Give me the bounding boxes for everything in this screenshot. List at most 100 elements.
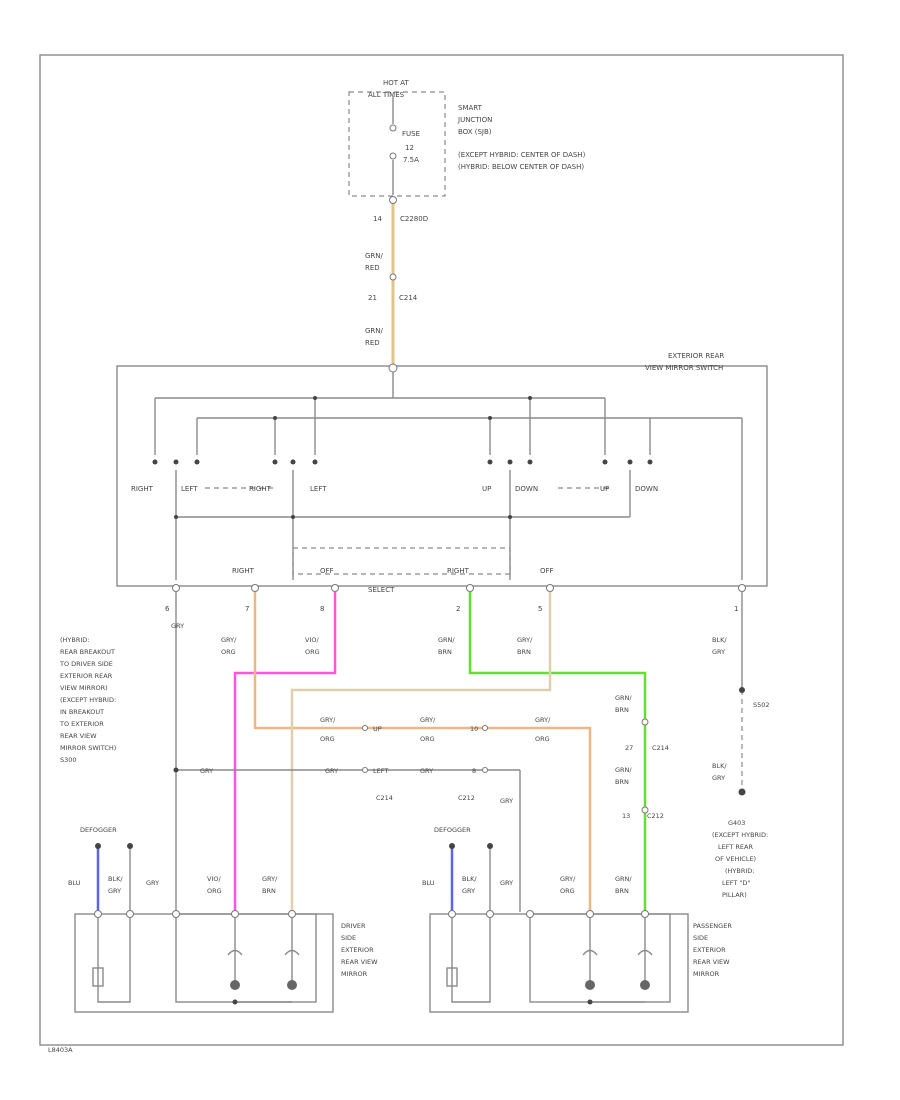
- feed-pin-c214: 21: [368, 294, 377, 302]
- mid-gry-b: GRY: [325, 767, 338, 775]
- driver-gry-brn-a: GRY/: [262, 875, 278, 883]
- lbl-gry-6: GRY: [171, 622, 184, 630]
- driver-l1: DRIVER: [341, 922, 366, 930]
- lbl-gry-org-b: ORG: [221, 648, 236, 656]
- ground-l2: (EXCEPT HYBRID:: [712, 831, 768, 839]
- pass-blu: BLU: [422, 879, 435, 887]
- pass-internals: [446, 910, 653, 1005]
- lbl-vio-org-b: ORG: [305, 648, 320, 656]
- lbl-gry-org-a: GRY/: [221, 636, 237, 644]
- mid-grn-brn-b: BRN: [615, 706, 629, 714]
- feed-color2b: RED: [365, 339, 380, 347]
- driver-l5: MIRROR: [341, 970, 368, 978]
- switch-sel-off-l: OFF: [320, 567, 334, 575]
- sjb-box: [348, 91, 446, 197]
- switch-left: LEFT: [310, 485, 327, 493]
- lbl-gry-brn-a: GRY/: [517, 636, 533, 644]
- switch-up2: UP: [600, 485, 609, 493]
- switch-title2: VIEW MIRROR SWITCH: [645, 364, 723, 372]
- ground-l6: LEFT "D": [722, 879, 750, 887]
- mid-gry-org-2b: ORG: [420, 735, 435, 743]
- feed-color2a: GRN/: [365, 327, 384, 335]
- note-l3: TO DRIVER SIDE: [59, 660, 113, 668]
- mid-gry-a: GRY: [200, 767, 213, 775]
- mid-c212b: C212: [647, 812, 664, 820]
- note-l2: REAR BREAKOUT: [60, 648, 115, 656]
- driver-blk-gry-b: GRY: [108, 887, 121, 895]
- mid-grn-brn-a: GRN/: [615, 694, 632, 702]
- pass-l5: MIRROR: [693, 970, 720, 978]
- pass-grn-brn-a: GRN/: [615, 875, 632, 883]
- fuse-name: FUSE: [402, 130, 420, 138]
- switch-down-off: DOWN: [515, 485, 538, 493]
- mid-pin-27: 27: [625, 744, 633, 752]
- switch-bus: [154, 372, 743, 580]
- mid-gry-d: GRY: [500, 797, 513, 805]
- lbl-grn-brn-b: BRN: [438, 648, 452, 656]
- driver-blu: BLU: [68, 879, 81, 887]
- ground-l3: LEFT REAR: [718, 843, 753, 851]
- switch-title1: EXTERIOR REAR: [668, 352, 724, 360]
- pass-blk-gry-a: BLK/: [462, 875, 477, 883]
- feed-color1a: GRN/: [365, 252, 384, 260]
- switch-select: SELECT: [368, 586, 395, 594]
- note-l9: REAR VIEW: [60, 732, 97, 740]
- feed-color1b: RED: [365, 264, 380, 272]
- mid-up: UP: [373, 725, 382, 733]
- mid-s502: S502: [753, 701, 770, 709]
- note-l4: EXTERIOR REAR: [60, 672, 113, 680]
- mid-gry-org-3a: GRY/: [535, 716, 551, 724]
- pin-1: 1: [734, 605, 738, 613]
- feed-conn-sjb: C2280D: [400, 215, 428, 223]
- mid-gry-c: GRY: [420, 767, 433, 775]
- mid-pin-10: 10: [470, 725, 478, 733]
- mid-gry-org-1b: ORG: [320, 735, 335, 743]
- note-l5: VIEW MIRROR): [60, 684, 108, 692]
- pass-l3: EXTERIOR: [693, 946, 726, 954]
- sjb-line2: JUNCTION: [457, 116, 492, 124]
- driver-l2: SIDE: [341, 934, 356, 942]
- fuse-number: 12: [405, 144, 414, 152]
- mid-c214b: C214: [652, 744, 669, 752]
- gray-wires: [129, 592, 743, 912]
- switch-pins: [172, 584, 746, 592]
- mid-blk-gry-b: GRY: [712, 774, 725, 782]
- mid-grn-brn-c: GRN/: [615, 766, 632, 774]
- pass-gry-org-b: ORG: [560, 887, 575, 895]
- wire-vio-org: [233, 592, 337, 912]
- driver-gry-brn-b: BRN: [262, 887, 276, 895]
- switch-down: DOWN: [635, 485, 658, 493]
- mid-gry-org-3b: ORG: [535, 735, 550, 743]
- pass-blk-gry-b: GRY: [462, 887, 475, 895]
- mid-pin-8: 8: [472, 767, 476, 775]
- mid-pin-13: 13: [622, 812, 630, 820]
- pass-l2: SIDE: [693, 934, 708, 942]
- pass-grn-brn-b: BRN: [615, 887, 629, 895]
- wire-gry-brn: [290, 592, 552, 912]
- pin-5: 5: [538, 605, 542, 613]
- mid-blk-gry-a: BLK/: [712, 762, 727, 770]
- switch-right: RIGHT: [131, 485, 154, 493]
- sjb-line4: (EXCEPT HYBRID: CENTER OF DASH): [458, 151, 586, 159]
- lbl-grn-brn-a: GRN/: [438, 636, 455, 644]
- mid-left: LEFT: [373, 767, 388, 775]
- pass-motor-box: [529, 913, 671, 1003]
- note-l1: (HYBRID:: [60, 636, 89, 644]
- mid-c212: C212: [458, 794, 475, 802]
- note-l6: (EXCEPT HYBRID:: [60, 696, 116, 704]
- feed-pin-sjb: 14: [373, 215, 382, 223]
- pin-2: 2: [456, 605, 460, 613]
- pass-gry: GRY: [500, 879, 513, 887]
- switch-sel-right-r: RIGHT: [447, 567, 470, 575]
- diagram-frame: [39, 54, 844, 1046]
- pin-6: 6: [165, 605, 170, 613]
- mid-c214: C214: [376, 794, 393, 802]
- ground-l5: (HYBRID:: [725, 867, 754, 875]
- mid-gry-org-2a: GRY/: [420, 716, 436, 724]
- driver-gry: GRY: [146, 879, 159, 887]
- driver-blk-gry-a: BLK/: [108, 875, 123, 883]
- supply-line1: HOT AT: [383, 79, 410, 87]
- driver-mirror-box: [74, 913, 334, 1013]
- pass-defog: DEFOGGER: [434, 826, 471, 834]
- mid-grn-brn-d: BRN: [615, 778, 629, 786]
